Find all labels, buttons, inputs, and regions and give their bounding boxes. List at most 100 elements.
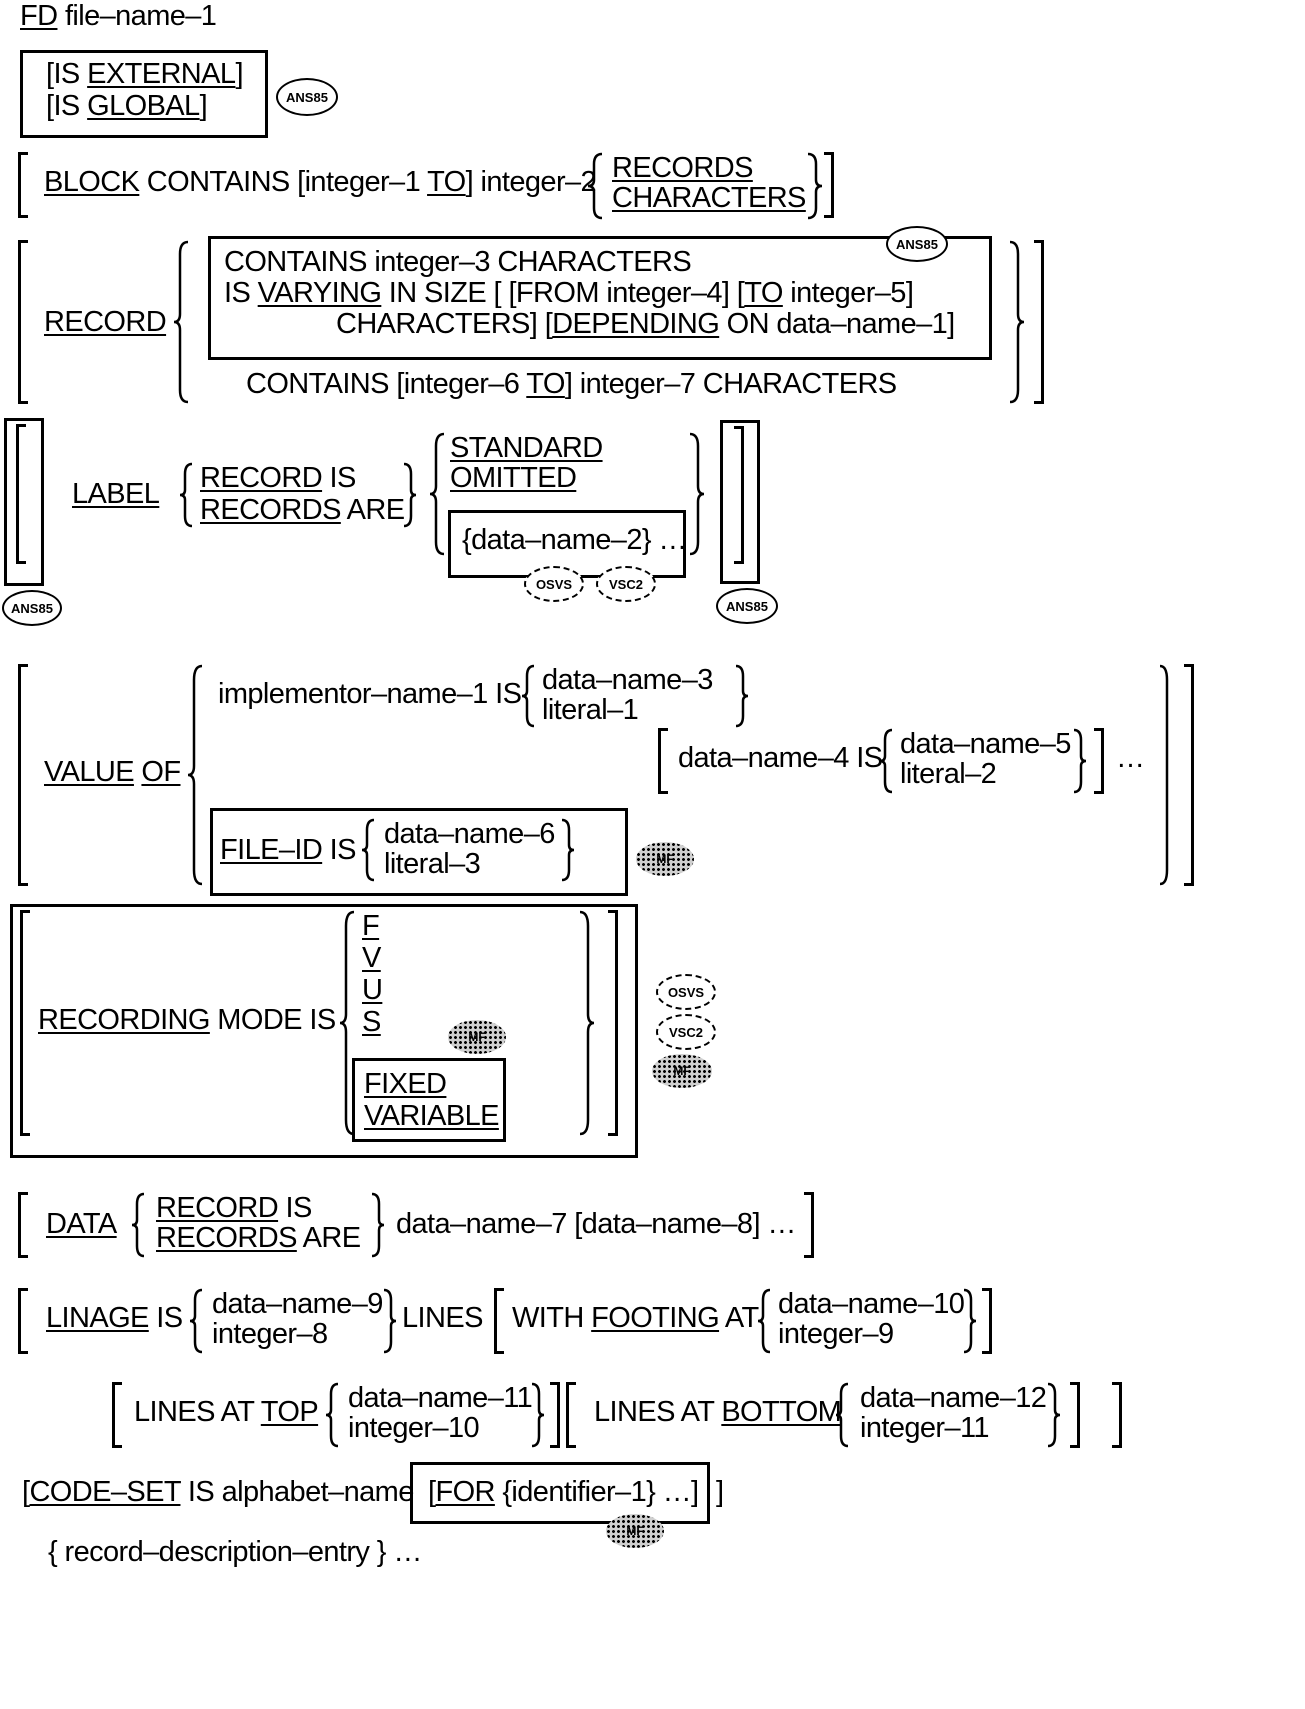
data-name-7-line: data–name–7 [data–name–8] … (396, 1208, 796, 1240)
brace-open (187, 664, 203, 886)
file-id-keyword: FILE–ID (220, 834, 323, 866)
brace-open (835, 1382, 849, 1448)
data-name-9-option: data–name–9 (212, 1288, 383, 1320)
records-are-option: RECORDS ARE (200, 494, 405, 526)
is-external-line: [IS EXTERNAL] (46, 58, 244, 90)
to-keyword: TO (744, 277, 783, 309)
literal-2-option: literal–2 (900, 758, 997, 790)
block-keyword: BLOCK (44, 166, 140, 198)
bracket-open (658, 728, 668, 794)
bracket-close (1184, 664, 1194, 886)
integer-8-option: integer–8 (212, 1318, 328, 1350)
bracket-open (112, 1382, 122, 1448)
integer-9-option: integer–9 (778, 1318, 894, 1350)
bracket-close (550, 1382, 560, 1448)
omitted-option: OMITTED (450, 462, 577, 494)
data-name-4-line: data–name–4 IS (678, 742, 883, 774)
brace-close (1047, 1382, 1061, 1448)
brace-open (339, 910, 355, 1136)
file-id-box (210, 808, 628, 896)
label-bracket-box-right (720, 420, 760, 584)
records-are-option: RECORDS ARE (156, 1222, 361, 1254)
osvs-badge: OSVS (656, 974, 716, 1010)
brace-open (189, 1288, 203, 1354)
implementor-name-line: implementor–name–1 IS (218, 678, 522, 710)
label-bracket-box (4, 418, 44, 586)
integer-11-option: integer–11 (860, 1412, 990, 1444)
bracket-open (566, 1382, 576, 1448)
literal-1-option: literal–1 (542, 694, 639, 726)
varying-keyword: VARYING (257, 277, 382, 309)
bracket-close (982, 1288, 992, 1354)
bracket-open (20, 910, 30, 1136)
bracket-close (608, 910, 618, 1136)
brace-close (963, 1288, 977, 1354)
bracket-open (494, 1288, 504, 1354)
records-option: RECORDS (612, 152, 753, 184)
for-keyword: FOR (435, 1476, 495, 1508)
brace-open (521, 664, 535, 728)
data-name-10-option: data–name–10 (778, 1288, 965, 1320)
brace-close (371, 1192, 385, 1258)
brace-open (879, 728, 893, 794)
bracket-close (1112, 1382, 1122, 1448)
bracket-open (18, 1192, 28, 1258)
vsc2-badge: VSC2 (656, 1014, 716, 1050)
ans85-badge: ANS85 (276, 78, 338, 116)
code-set-line: [CODE–SET IS alphabet–name (22, 1476, 414, 1508)
recording-keyword: RECORDING (38, 1004, 210, 1036)
brace-open (429, 432, 445, 556)
bracket-close (1094, 728, 1104, 794)
bracket-close (734, 426, 744, 564)
varying-line: IS VARYING IN SIZE [ [FROM integer–4] [T… (224, 277, 914, 309)
brace-close (403, 462, 417, 528)
brace-close (1159, 664, 1169, 886)
fd-keyword: FD (20, 0, 58, 32)
external-keyword: EXTERNAL (87, 58, 236, 90)
brace-open (325, 1382, 339, 1448)
brace-open (131, 1192, 145, 1258)
global-keyword: GLOBAL (87, 90, 200, 122)
brace-open (173, 240, 189, 404)
literal-3-option: literal–3 (384, 848, 481, 880)
mf-badge: MF (606, 1514, 664, 1548)
mode-v: V (362, 942, 381, 974)
contains-range-line: CONTAINS [integer–6 TO] integer–7 CHARAC… (246, 368, 897, 400)
file-name: file–name–1 (64, 0, 217, 32)
record-varying-box (208, 236, 992, 360)
bracket-close (824, 152, 834, 218)
bracket-open (18, 1288, 28, 1354)
brace-close (735, 664, 749, 728)
recording-mode-line: RECORDING MODE IS (38, 1004, 336, 1036)
for-identifier-box (410, 1462, 710, 1524)
brace-close (807, 152, 823, 220)
block-contains-line: BLOCK CONTAINS [integer–1 TO] integer–2 (44, 166, 597, 198)
brace-open (757, 1288, 771, 1354)
characters-option: CHARACTERS (612, 182, 806, 214)
record-is-option: RECORD IS (200, 462, 356, 494)
mode-variable: VARIABLE (364, 1100, 499, 1132)
standard-option: STANDARD (450, 432, 603, 464)
external-global-box (20, 50, 268, 138)
data-name-5-option: data–name–5 (900, 728, 1071, 760)
depending-line: CHARACTERS] [DEPENDING ON data–name–1] (336, 308, 955, 340)
record-is-option: RECORD IS (156, 1192, 312, 1224)
brace-close (383, 1288, 397, 1354)
data-keyword: DATA (46, 1208, 117, 1240)
brace-open (179, 462, 193, 528)
for-identifier-line: [FOR {identifier–1} …] (428, 1476, 699, 1508)
vsc2-badge: VSC2 (596, 566, 656, 602)
brace-close (561, 818, 575, 882)
mf-badge: MF (636, 842, 694, 876)
brace-close (531, 1382, 545, 1448)
mf-badge: MF (448, 1020, 506, 1054)
bracket-open (18, 152, 28, 218)
record-description-entry: { record–description–entry } … (48, 1536, 422, 1568)
bottom-keyword: BOTTOM (721, 1396, 842, 1428)
label-keyword: LABEL (72, 478, 160, 510)
brace-open (361, 818, 375, 882)
to-keyword: TO (427, 166, 466, 198)
ellipsis: … (1116, 742, 1145, 774)
brace-close (579, 910, 595, 1136)
fd-heading: FD file–name–1 (20, 0, 217, 32)
